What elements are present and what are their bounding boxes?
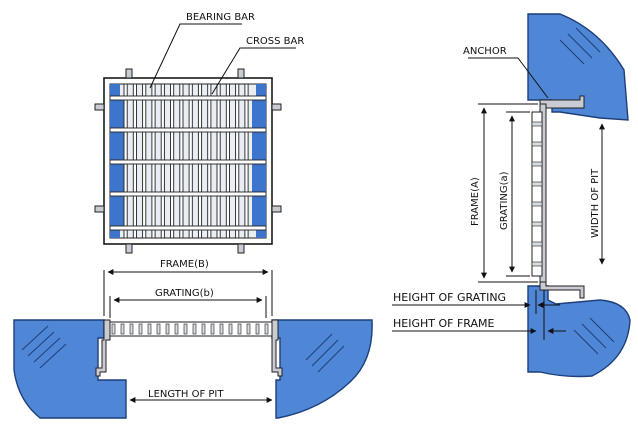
section-bar — [237, 323, 242, 335]
side-bar — [531, 161, 543, 167]
plan-view — [94, 23, 296, 254]
cross-bar — [109, 95, 267, 101]
cross-bar — [109, 191, 267, 197]
height-of-frame-label: HEIGHT OF FRAME — [393, 317, 494, 330]
section-bar — [201, 323, 206, 335]
side-bar — [531, 141, 543, 147]
section-bar — [111, 323, 116, 335]
section-grating-bars — [111, 323, 269, 335]
frame-angle-right — [271, 319, 283, 377]
side-grating — [531, 111, 543, 277]
section-bar — [246, 323, 251, 335]
ground-right — [271, 319, 373, 419]
section-bar — [120, 323, 125, 335]
frame-b-label: FRAME(B) — [160, 259, 209, 270]
section-bar — [138, 323, 143, 335]
cross-bars — [109, 95, 267, 231]
anchor-label: ANCHOR — [463, 46, 507, 57]
section-bar — [156, 323, 161, 335]
cross-bar — [109, 127, 267, 133]
section-bar — [129, 323, 134, 335]
plan-blue-left-bot — [110, 228, 120, 238]
bearing-bar-leader — [149, 23, 242, 89]
plan-blue-right-top — [256, 84, 266, 96]
anchor-bottom — [539, 281, 585, 299]
grating-a-label: GRATING(a) — [499, 171, 510, 230]
height-of-grating-label: HEIGHT OF GRATING — [393, 291, 506, 304]
side-bar — [531, 241, 543, 247]
side-bar — [531, 121, 543, 127]
side-bar — [531, 261, 543, 267]
bearing-bar-label: BEARING BAR — [186, 12, 255, 23]
side-grating-bars — [531, 121, 543, 267]
width-of-pit-label: WIDTH OF PIT — [590, 168, 601, 238]
side-bar — [531, 221, 543, 227]
frame-angle-left — [95, 319, 111, 377]
ground-left — [13, 319, 127, 419]
section-view-length — [13, 269, 373, 419]
length-of-pit-label: LENGTH OF PIT — [148, 389, 224, 400]
section-view-width — [392, 13, 631, 378]
plan-blue-left-top — [110, 84, 120, 96]
section-bar — [228, 323, 233, 335]
anchor-top — [539, 95, 585, 109]
cross-bar — [109, 225, 267, 231]
section-bar — [192, 323, 197, 335]
cross-bar-leader — [211, 47, 296, 95]
section-bar — [183, 323, 188, 335]
grating-b-label: GRATING(b) — [155, 288, 214, 299]
side-bar — [531, 201, 543, 207]
anchor-leader — [468, 57, 549, 99]
cross-bar — [109, 159, 267, 165]
section-bar — [147, 323, 152, 335]
wall-top — [527, 13, 629, 121]
plan-anchor-lugs — [94, 68, 282, 254]
plan-blue-right-bot — [256, 228, 266, 238]
wall-bottom — [527, 285, 631, 378]
side-bar — [531, 181, 543, 187]
section-bar — [174, 323, 179, 335]
section-bar — [255, 323, 260, 335]
section-bar — [165, 323, 170, 335]
section-bar — [210, 323, 215, 335]
plan-frame-outer — [103, 77, 273, 245]
section-bar — [219, 323, 224, 335]
section-bar — [264, 323, 269, 335]
frame-a-label: FRAME(A) — [470, 177, 481, 226]
cross-bar-label: CROSS BAR — [246, 36, 304, 47]
